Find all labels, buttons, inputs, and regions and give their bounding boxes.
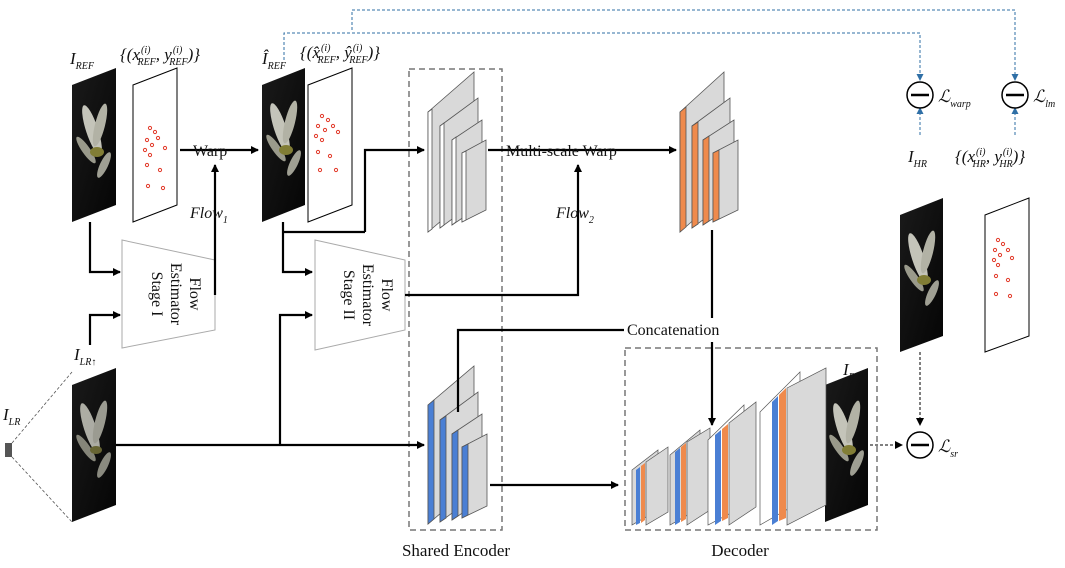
warped-landmarks-panel xyxy=(307,67,353,223)
flow-estimator-stage-2: Flow Estimator Stage II xyxy=(314,239,406,351)
ref-image-label: IREF xyxy=(69,49,95,72)
reference-image xyxy=(72,68,116,222)
svg-text:Flow: Flow xyxy=(186,278,203,311)
landmark-loss-label: ℒlm xyxy=(1033,87,1055,110)
sr-loss-links xyxy=(870,352,924,449)
warped-ref-label: ÎREF xyxy=(261,49,287,72)
warp-loss-label: ℒwarp xyxy=(938,87,971,110)
decoder-box xyxy=(624,347,878,531)
decoder-caption: Decoder xyxy=(711,541,769,560)
hr-label: IHR xyxy=(907,147,927,170)
flow2-label: Flow2 xyxy=(555,205,594,226)
lr-upsampled-label: ILR↑ xyxy=(73,345,96,368)
warped-feature-stack xyxy=(679,71,739,233)
concatenation-label: Concatenation xyxy=(627,322,719,339)
multiscale-warp-label: Multi-scale Warp xyxy=(506,143,617,160)
lr-tiny-image xyxy=(5,371,73,523)
hr-image xyxy=(900,198,943,352)
decoder-blocks xyxy=(631,367,827,526)
ref-landmarks-label: {(x(i)REF, y(i)REF)} xyxy=(120,45,200,68)
shared-encoder-box xyxy=(408,68,503,531)
svg-text:Stage II: Stage II xyxy=(340,270,357,320)
minus-icons xyxy=(911,93,1024,447)
sr-loss-label: ℒsr xyxy=(938,437,958,460)
hr-landmarks-panel xyxy=(984,197,1030,353)
hr-landmarks-label: {(x(i)HR, y(i)HR)} xyxy=(955,147,1025,170)
warp-label: Warp xyxy=(193,143,227,160)
svg-text:Estimator: Estimator xyxy=(359,264,376,327)
lr-upsampled-image xyxy=(72,368,116,522)
flow1-label: Flow1 xyxy=(189,205,228,226)
svg-text:Flow: Flow xyxy=(378,279,395,312)
shared-encoder-caption: Shared Encoder xyxy=(402,541,510,560)
predicted-image xyxy=(825,368,868,522)
lr-feature-stack xyxy=(427,365,488,525)
warped-landmarks-label: {(x̂(i)REF, ŷ(i)REF)} xyxy=(300,43,380,66)
connections xyxy=(88,146,716,489)
reference-landmarks-panel xyxy=(132,67,178,223)
lr-label: ILR xyxy=(2,405,20,428)
reference-feature-stack xyxy=(427,71,487,233)
loss-links xyxy=(283,9,1019,135)
svg-text:Stage I: Stage I xyxy=(148,272,165,317)
flow-estimator-stage-1: Flow Estimator Stage I xyxy=(121,239,216,349)
svg-text:Estimator: Estimator xyxy=(167,263,184,326)
warped-reference-image xyxy=(262,68,305,222)
predicted-label: IP xyxy=(842,360,855,383)
